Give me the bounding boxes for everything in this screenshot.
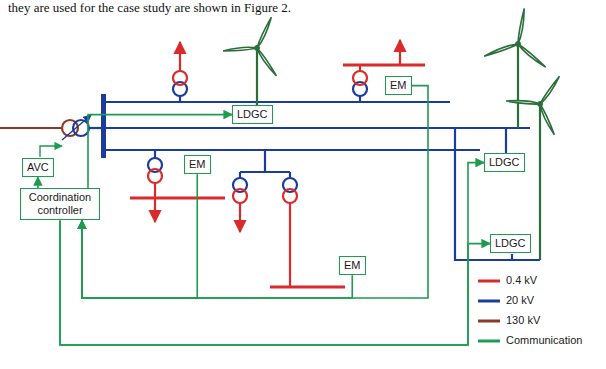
node-label: EM	[390, 79, 407, 92]
load-arrow	[399, 40, 401, 65]
wind-turbine	[484, 9, 545, 128]
lv-line	[289, 203, 291, 287]
distribution-transformer	[173, 71, 187, 85]
mv-feeder	[103, 127, 530, 129]
lv-busbar	[343, 64, 425, 67]
energy-meter-box: EM	[184, 155, 211, 174]
load-arrow	[239, 203, 241, 232]
communication-link	[82, 86, 428, 298]
lv-busbar	[130, 197, 225, 200]
node-label: EM	[344, 259, 361, 272]
mv-feeder	[240, 150, 290, 172]
mv-line	[89, 127, 103, 129]
lv-busbar	[270, 286, 345, 289]
legend-swatch	[478, 320, 500, 323]
distribution-transformer	[353, 71, 367, 85]
node-label: LDGC	[489, 156, 520, 169]
wind-turbine	[223, 17, 276, 106]
distribution-transformer	[148, 169, 162, 183]
node-label: AVC	[27, 161, 49, 174]
legend-label: 20 kV	[506, 294, 534, 306]
control-signal	[40, 146, 62, 157]
legend-label: 0.4 kV	[506, 274, 537, 286]
node-label: EM	[189, 158, 206, 171]
load-arrow	[154, 198, 156, 222]
legend-swatch	[478, 340, 500, 343]
legend-swatches	[478, 281, 500, 341]
ldgc-box: LDGC	[490, 234, 531, 253]
communication-link	[82, 220, 352, 298]
communication-link	[88, 115, 232, 188]
legend-swatch	[478, 300, 500, 303]
node-label: LDGC	[237, 108, 268, 121]
communication-link	[37, 177, 39, 188]
mv-feeder	[103, 101, 450, 103]
communication-link	[60, 220, 490, 345]
ldgc-box: LDGC	[232, 105, 273, 124]
controller-box: Coordination controller	[20, 188, 100, 220]
legend-label: 130 kV	[506, 314, 540, 326]
lv-line	[154, 183, 156, 198]
distribution-transformer	[283, 189, 297, 203]
node-label: LDGC	[495, 237, 526, 250]
caption-fragment: they are used for the case study are sho…	[8, 0, 291, 16]
tap-changer-arrow	[62, 115, 91, 140]
load-arrow	[179, 42, 181, 71]
energy-meter-box: EM	[385, 76, 412, 95]
mv-line	[154, 150, 156, 158]
legend-label: Communication	[506, 334, 582, 346]
mv-line	[511, 254, 513, 260]
avc-box: AVC	[22, 158, 54, 177]
node-label: Coordination controller	[25, 191, 95, 217]
mv-feeder	[103, 149, 480, 151]
communication-link	[60, 163, 484, 345]
distribution-transformer	[233, 189, 247, 203]
hv-line	[0, 127, 63, 129]
ldgc-box: LDGC	[484, 153, 525, 172]
energy-meter-box: EM	[339, 256, 366, 275]
mv-line	[505, 128, 507, 153]
mv-busbar	[101, 94, 106, 158]
legend-swatch	[478, 280, 500, 283]
